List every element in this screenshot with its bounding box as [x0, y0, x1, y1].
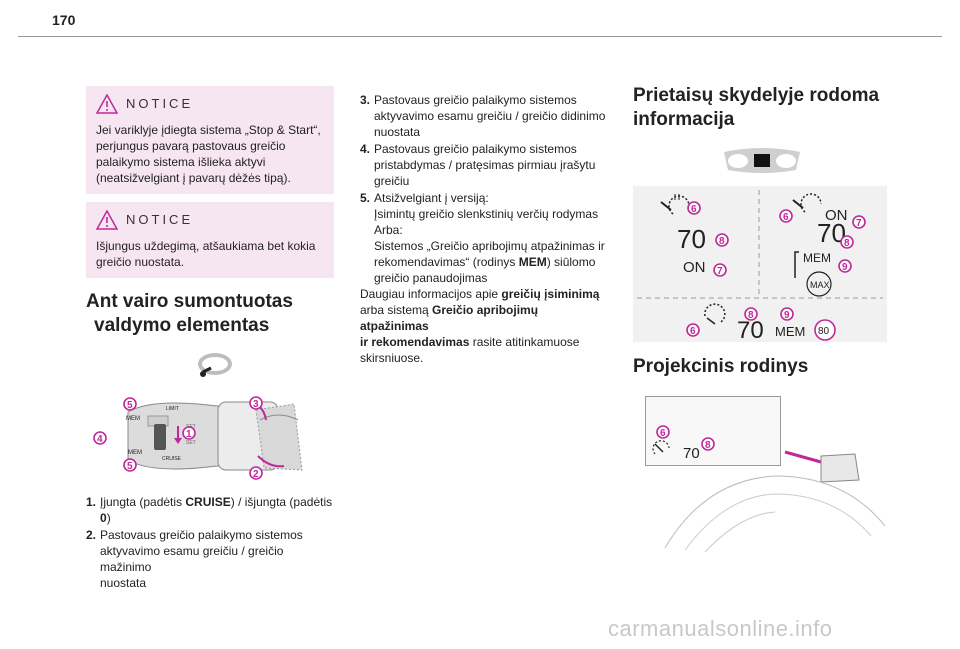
on-status: ON [683, 259, 706, 276]
notice-title: NOTICE [126, 96, 194, 111]
notice-line: (neatsižvelgiant į pavarų dėžės tipą). [96, 171, 291, 185]
speed-limit-value: 80 [818, 326, 830, 337]
head-up-display-illustration: 70 6 8 [652, 425, 886, 553]
limit-label: LIMIT [166, 406, 179, 412]
list-item: 4. Pastovaus greičio palaikymo sistemos … [360, 142, 596, 188]
control-list: 1. Įjungta (padėtis CRUISE) / išjungta (… [86, 494, 334, 592]
list-item: 2. Pastovaus greičio palaikymo sistemos … [86, 528, 303, 590]
max-indicator: MAX [810, 280, 830, 290]
set-label: SET [186, 440, 196, 446]
cruise-stalk-illustration: MEM MEM SET SET 0 CRUISE LIMIT 5 4 5 1 3… [93, 396, 303, 480]
notice-box-stop-start: NOTICE Jei variklyje įdiegta sistema „St… [86, 86, 334, 194]
warning-icon [96, 210, 118, 230]
badge-6: 6 [691, 204, 697, 215]
notice-line: Išjungus uždegimą, atšaukiama bet kokia [96, 239, 316, 253]
badge-5: 5 [127, 461, 133, 472]
section-title-steering-controls: Ant vairo sumontuotas valdymo elementas [86, 291, 293, 336]
instrument-cluster-icon [724, 148, 800, 173]
notice-line: palaikymo sistema išlieka aktyvi [96, 155, 266, 169]
badge-8: 8 [844, 238, 850, 249]
watermark: carmanualsonline.info [608, 616, 833, 641]
speed-readout: 70 [677, 224, 706, 254]
top-divider [18, 36, 942, 37]
mem-indicator: MEM [803, 251, 831, 265]
cruise-gauge-icon [792, 193, 822, 213]
badge-6: 6 [660, 428, 666, 439]
badge-8: 8 [719, 236, 725, 247]
badge-6: 6 [690, 326, 696, 337]
notice-line: Jei variklyje įdiegta sistema „Stop & St… [96, 123, 321, 137]
mem-label: MEM [126, 416, 140, 422]
speed-readout: 70 [737, 317, 764, 342]
dashboard-display-diagram: 70 ON 6 8 7 ON 70 MEM MAX 6 7 8 9 70 MEM… [637, 190, 883, 342]
badge-3: 3 [253, 399, 259, 410]
badge-9: 9 [842, 262, 848, 273]
notice-line: greičio nuostata. [96, 255, 185, 269]
mem-label: MEM [128, 450, 142, 456]
notice-title: NOTICE [126, 212, 194, 227]
badge-4: 4 [97, 434, 103, 445]
notice-line: perjungus pavarą pastovaus greičio [96, 139, 286, 153]
cruise-label: CRUISE [162, 456, 182, 462]
cruise-gauge-icon [652, 440, 670, 455]
list-item: 5. Atsižvelgiant į versiją: Įsimintų gre… [360, 191, 605, 285]
warning-icon [96, 94, 118, 114]
notice-header: NOTICE [96, 210, 324, 230]
badge-1: 1 [186, 429, 192, 440]
page-number: 170 [52, 12, 76, 28]
notice-header: NOTICE [96, 94, 324, 114]
cruise-gauge-icon [704, 303, 726, 325]
more-info-paragraph: Daugiau informacijos apie greičių įsimin… [360, 287, 600, 365]
list-item: 1. Įjungta (padėtis CRUISE) / išjungta (… [86, 495, 333, 525]
notice-box-ignition: NOTICE Išjungus uždegimą, atšaukiama bet… [86, 202, 334, 278]
control-list-continued: 3. Pastovaus greičio palaikymo sistemos … [360, 92, 608, 287]
badge-2: 2 [253, 469, 259, 480]
on-status: ON [825, 207, 848, 224]
section-title-instrument-panel: Prietaisų skydelyje rodoma informacija [633, 85, 880, 130]
steering-wheel-icon [198, 353, 232, 377]
recall-arrow-icon [794, 251, 799, 278]
cruise-gauge-icon [660, 194, 690, 215]
badge-6: 6 [783, 212, 789, 223]
badge-7: 7 [856, 218, 862, 229]
list-item: 3. Pastovaus greičio palaikymo sistemos … [360, 93, 606, 139]
badge-7: 7 [717, 266, 723, 277]
hud-speed-readout: 70 [683, 445, 700, 462]
section-title-head-up-display: Projekcinis rodinys [633, 356, 809, 377]
badge-5: 5 [127, 400, 133, 411]
badge-8: 8 [705, 440, 711, 451]
badge-8: 8 [748, 310, 754, 321]
mem-indicator: MEM [775, 324, 805, 339]
badge-9: 9 [784, 310, 790, 321]
